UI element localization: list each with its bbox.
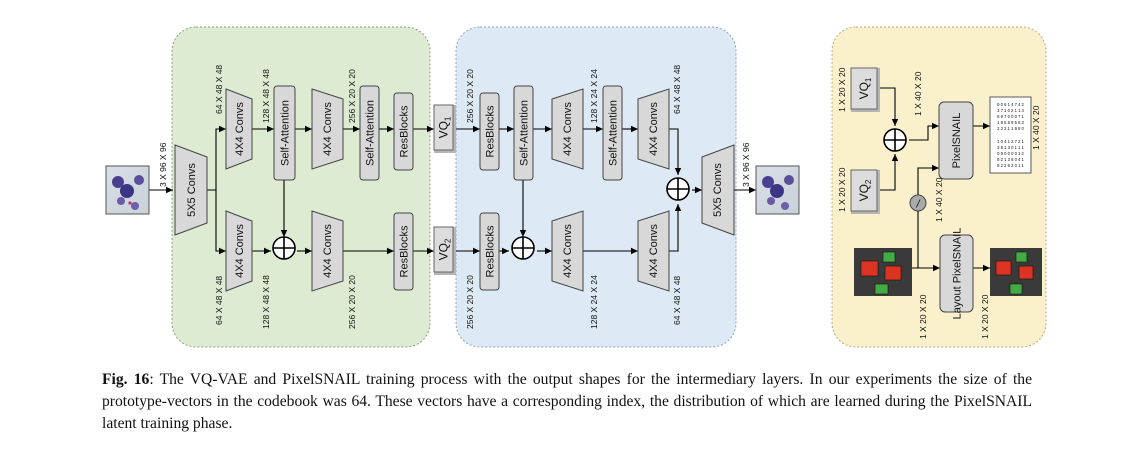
shape-vq2-input: 1 X 20 X 20 <box>837 167 847 212</box>
shape-dec-bot-2: 128 X 24 X 24 <box>589 275 599 329</box>
encoder-self-attention-label-2: Self-Attention <box>365 100 377 166</box>
shape-vq1-input: 1 X 20 X 20 <box>837 67 847 112</box>
decoder-4x4-convs-bottom-2 <box>637 210 670 292</box>
decoder-5x5-label: 5X5 Convs <box>712 163 724 217</box>
encoder-4x4-label-1: 4X4 Convs <box>234 102 246 156</box>
encoder-resblocks-top <box>393 92 414 171</box>
matrix-b-row: 1 0 4 1 2 7 2 1 <box>997 139 1024 144</box>
svg-text:/: / <box>915 199 920 211</box>
caption-label: Fig. 16 <box>102 371 150 388</box>
encoder-4x4-convs-top-2 <box>311 88 344 170</box>
vq2-input-block <box>850 169 880 214</box>
decoder-add-node <box>511 236 535 260</box>
matrix-b-row: 3 8 1 3 0 1 1 1 <box>997 145 1024 150</box>
vq2-block <box>433 226 456 275</box>
decoder-self-attention-1 <box>513 85 534 181</box>
pixelsnail-add-node <box>883 128 907 152</box>
encoder-4x4-label-4: 4X4 Convs <box>322 224 334 278</box>
encoder-5x5-convs <box>174 144 208 236</box>
encoder-resblocks-label-2: ResBlocks <box>399 225 411 277</box>
pixelsnail-label: PixelSNAIL <box>951 113 963 169</box>
shape-dec-bot-3: 64 X 48 X 48 <box>672 276 682 325</box>
shape-enc-top-3: 256 X 20 X 20 <box>347 69 357 123</box>
encoder-resblocks-label-1: ResBlocks <box>399 105 411 157</box>
encoder-4x4-convs-bottom-2 <box>311 210 344 292</box>
decoder-4x4-label-4: 4X4 Convs <box>648 224 660 278</box>
caption-text: : The VQ-VAE and PixelSNAIL training pro… <box>102 371 1033 432</box>
encoder-self-attention-2 <box>359 85 380 181</box>
decoder-self-attention-label-1: Self-Attention <box>519 100 531 166</box>
decoder-resblocks-label-2: ResBlocks <box>485 225 497 277</box>
matrix-b-row: 8 2 1 3 8 0 4 1 <box>997 157 1024 162</box>
decoder-4x4-label-2: 4X4 Convs <box>648 102 660 156</box>
shape-enc-bot-1: 64 X 48 X 48 <box>214 276 224 325</box>
shape-enc-bot-3: 256 X 20 X 20 <box>347 275 357 329</box>
decoder-resblocks-label-1: ResBlocks <box>485 105 497 157</box>
vq1-input-label: VQ1 <box>857 77 873 99</box>
output-image <box>755 165 800 215</box>
decoder-4x4-convs-bottom-1 <box>551 210 584 292</box>
shape-enc-top-2: 128 X 48 X 48 <box>261 69 271 123</box>
index-matrix <box>989 96 1032 174</box>
vq1-input-block <box>850 67 880 112</box>
decoder-4x4-label-1: 4X4 Convs <box>562 102 574 156</box>
decoder-4x4-label-3: 4X4 Convs <box>562 224 574 278</box>
matrix-b-row: 0 9 0 0 0 0 1 2 <box>997 151 1024 156</box>
encoder-self-attention-label-1: Self-Attention <box>280 100 292 166</box>
matrix-a-row: 9 0 6 1 4 7 4 2 <box>997 102 1024 107</box>
layout-pixelsnail-label: Layout PixelSNAIL <box>952 228 964 320</box>
shape-input: 3 X 96 X 96 <box>158 142 168 187</box>
figure-caption: Fig. 16: The VQ-VAE and PixelSNAIL train… <box>102 369 1032 435</box>
vq2-input-label: VQ2 <box>857 179 873 201</box>
matrix-a-row: 1 8 5 5 9 5 5 3 <box>997 120 1024 125</box>
encoder-panel <box>171 26 431 348</box>
decoder-4x4-convs-top-2 <box>637 88 670 170</box>
shape-layout-input: 1 X 20 X 20 <box>918 294 928 339</box>
matrix-b-row: 9 2 2 6 2 0 1 1 <box>997 163 1024 168</box>
layout-pixelsnail-block <box>939 234 974 313</box>
encoder-4x4-label-2: 4X4 Convs <box>322 102 334 156</box>
shape-dec-top-3: 64 X 48 X 48 <box>672 65 682 114</box>
encoder-resblocks-bottom <box>393 212 414 291</box>
input-image <box>105 165 150 215</box>
decoder-resblocks-bottom <box>479 212 500 291</box>
shape-dec-top-1: 256 X 20 X 20 <box>465 69 475 123</box>
matrix-a-row: 2 2 2 1 1 9 8 0 <box>997 126 1024 131</box>
shape-enc-top-1: 64 X 48 X 48 <box>214 65 224 114</box>
decoder-self-attention-label-2: Self-Attention <box>608 100 620 166</box>
encoder-4x4-convs-bottom-1 <box>225 210 253 292</box>
shape-output: 3 X 96 X 96 <box>741 142 751 187</box>
layout-input <box>854 248 912 296</box>
decoder-resblocks-top <box>479 92 500 171</box>
shape-conditioning: 1 X 40 X 20 <box>934 177 944 222</box>
encoder-4x4-convs-top-1 <box>225 88 253 170</box>
encoder-self-attention-1 <box>273 85 296 181</box>
shape-pixelsnail-output: 1 X 40 X 20 <box>1031 105 1041 150</box>
shape-enc-bot-2: 128 X 48 X 48 <box>261 275 271 329</box>
encoder-add-node <box>272 236 296 260</box>
encoder-4x4-label-3: 4X4 Convs <box>234 224 246 278</box>
pixelsnail-block <box>938 101 974 180</box>
shape-dec-top-2: 128 X 24 X 24 <box>589 69 599 123</box>
shape-layout-output: 1 X 20 X 20 <box>980 294 990 339</box>
shape-dec-bot-1: 256 X 20 X 20 <box>465 275 475 329</box>
index-matrix-rows: 9 0 6 1 4 7 4 2 3 7 1 0 2 1 1 4 8 9 7 0 … <box>997 102 1024 168</box>
conditioning-node: / <box>909 194 927 212</box>
vq1-block <box>433 104 456 153</box>
final-add-node <box>666 177 690 201</box>
decoder-5x5-convs <box>701 144 735 236</box>
vq1-label: VQ1 <box>437 116 453 138</box>
matrix-a-row: 8 9 7 0 0 0 7 1 <box>997 114 1024 119</box>
matrix-a-row: 3 7 1 0 2 1 1 4 <box>997 108 1024 113</box>
decoder-self-attention-2 <box>602 85 623 181</box>
architecture-diagram: / 5X5 Convs 4X4 Convs 4X4 Convs 4X4 Conv… <box>105 26 1047 348</box>
shape-pixelsnail-input: 1 X 40 X 20 <box>913 71 923 116</box>
decoder-4x4-convs-top-1 <box>551 88 584 170</box>
layout-output <box>990 248 1042 296</box>
vq2-label: VQ2 <box>437 238 453 260</box>
encoder-5x5-label: 5X5 Convs <box>186 163 198 217</box>
